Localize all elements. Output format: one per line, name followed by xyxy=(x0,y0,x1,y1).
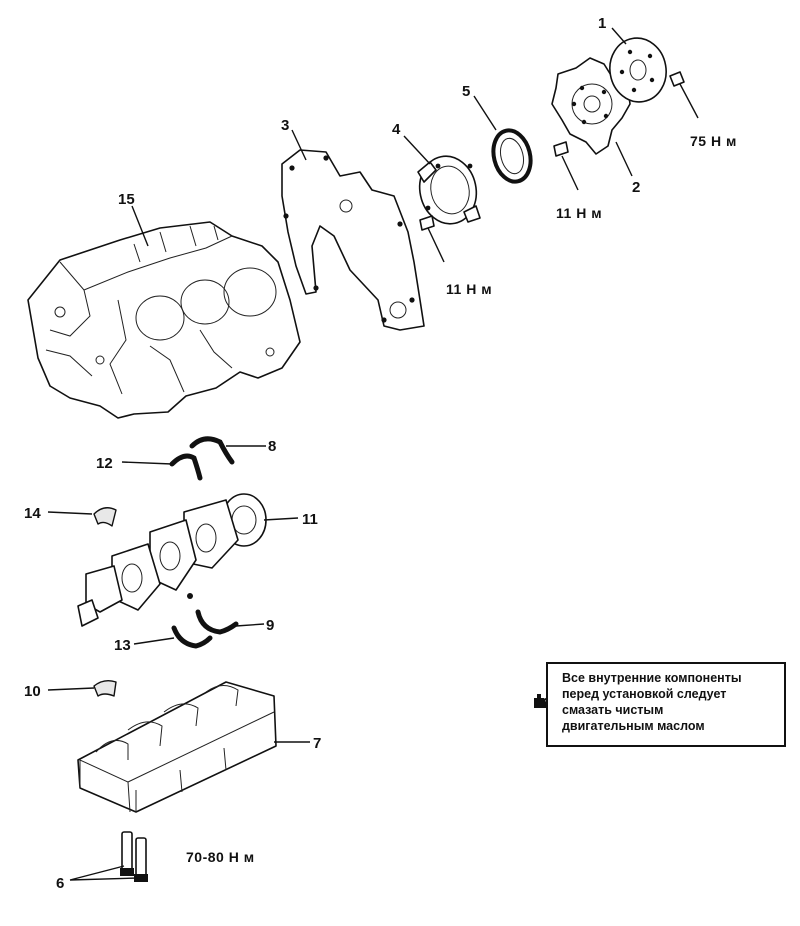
thrust-bearing-shell xyxy=(93,507,117,527)
lower-thrust-shell xyxy=(93,679,117,697)
callout-7: 7 xyxy=(313,735,321,752)
callout-15: 15 xyxy=(118,191,135,208)
rear-oil-seal xyxy=(491,128,533,184)
drive-plate xyxy=(551,57,631,155)
callout-8: 8 xyxy=(268,438,276,455)
callout-2: 2 xyxy=(632,179,640,196)
upper-bearing-shells xyxy=(169,436,235,481)
main-bearing-bolts xyxy=(120,831,148,882)
callout-12: 12 xyxy=(96,455,113,472)
leader-lines xyxy=(47,27,633,881)
adapter-plate xyxy=(609,37,667,103)
lubrication-note-text: Все внутренние компоненты перед установк… xyxy=(562,671,742,733)
lubrication-note: Все внутренние компоненты перед установк… xyxy=(546,662,786,747)
main-bearing-cap-assembly xyxy=(77,681,277,813)
torque-main-bearing: 70-80 Н м xyxy=(186,849,255,865)
seal-housing-bolt xyxy=(419,215,445,263)
oil-seal-housing xyxy=(417,155,481,225)
callout-4: 4 xyxy=(392,121,401,138)
crankshaft xyxy=(77,493,267,627)
callout-14: 14 xyxy=(24,505,41,522)
torque-seal-housing: 11 Н м xyxy=(446,281,492,297)
callout-6: 6 xyxy=(56,875,64,892)
torque-flywheel: 75 Н м xyxy=(690,133,737,149)
torque-drive-plate: 11 Н м xyxy=(556,205,602,221)
flywheel-bolt xyxy=(669,71,699,119)
callout-3: 3 xyxy=(281,117,289,134)
callout-10: 10 xyxy=(24,683,41,700)
callout-13: 13 xyxy=(114,637,131,654)
callout-11: 11 xyxy=(302,511,318,528)
lower-bearing-shells xyxy=(171,609,239,649)
drive-plate-bolt xyxy=(553,141,579,191)
cylinder-block xyxy=(27,221,301,419)
callout-1: 1 xyxy=(598,15,606,32)
callout-5: 5 xyxy=(462,83,470,100)
rear-plate xyxy=(281,149,425,331)
callout-9: 9 xyxy=(266,617,274,634)
